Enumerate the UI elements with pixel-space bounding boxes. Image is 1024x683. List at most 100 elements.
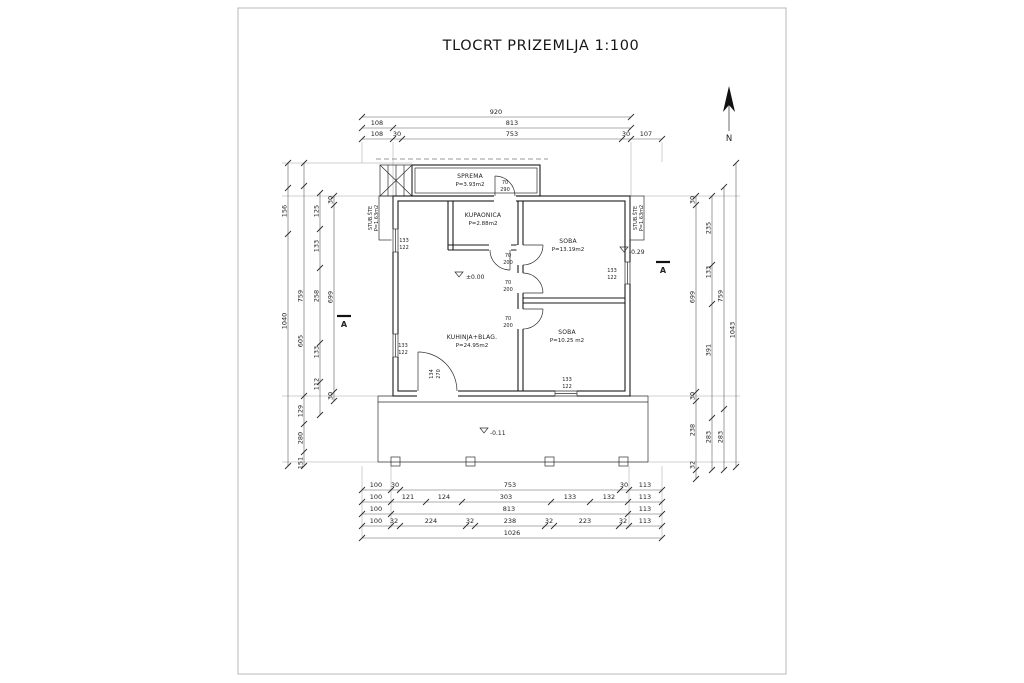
north-arrow: N [723, 86, 735, 144]
section-markers: A A [337, 260, 670, 329]
section-label-right: A [660, 266, 667, 275]
dim-label: 32 [390, 517, 398, 525]
dim-label: 100 [370, 517, 382, 525]
opening-label: 122 [607, 275, 617, 281]
north-arrow-head [723, 86, 735, 112]
opening-label: 122 [399, 245, 409, 251]
dim-label: 238 [504, 517, 516, 525]
opening-label: 70 [505, 316, 511, 322]
dim-label: 100 [370, 493, 382, 501]
dim-label: 113 [639, 517, 651, 525]
room-labels: SPREMA P=3.93m2 KUPAONICA P=2.88m2 SOBA … [367, 173, 645, 349]
room-area-soba2: P=10.25 m2 [550, 338, 584, 344]
dim-label: 125 [313, 205, 321, 217]
terrace-column [618, 456, 629, 467]
dimension-labels-top: 920 108 813 108 30 753 30 107 [371, 108, 652, 138]
level-triangle [454, 271, 464, 278]
terrace-column [465, 456, 476, 467]
room-name-kupaonica: KUPAONICA [465, 212, 502, 219]
terrace-column [544, 456, 555, 467]
opening-label: 290 [500, 187, 510, 193]
dim-label: 699 [327, 291, 335, 303]
dim-label: 605 [297, 335, 305, 347]
level-markers: ±0.00 -0.29 -0.11 [454, 246, 645, 437]
page-title: TLOCRT PRIZEMLJA 1:100 [442, 38, 640, 54]
opening-label: 122 [398, 350, 408, 356]
dim-label: 235 [705, 222, 713, 234]
dim-label: 1026 [504, 529, 521, 537]
dim-label: 133 [564, 493, 576, 501]
dim-label: 1040 [281, 313, 289, 330]
north-label: N [726, 134, 732, 144]
terrace-column [390, 456, 401, 467]
sheet-border [237, 7, 787, 675]
dim-label: 108 [371, 119, 383, 127]
dim-label: 30 [327, 392, 335, 400]
dim-label: 30 [327, 196, 335, 204]
dim-label: 133 [313, 240, 321, 252]
door-soba1 [522, 244, 544, 266]
door-terrace [417, 351, 458, 392]
dim-label: 283 [705, 431, 713, 443]
opening-label: 134 [429, 369, 435, 379]
dim-label: 30 [622, 130, 630, 138]
window-left-2 [392, 333, 399, 358]
window-right [624, 261, 631, 285]
opening-label: 70 [505, 280, 511, 286]
dim-label: 920 [490, 108, 502, 116]
dimension-labels-bottom: 100 30 753 30 113 100 121 124 303 133 13… [370, 481, 651, 537]
level-label-terrace: -0.11 [490, 430, 506, 437]
opening-label: 122 [562, 384, 572, 390]
room-area-kuhinja: P=24.95m2 [456, 343, 489, 349]
opening-label: 133 [398, 343, 408, 349]
dim-label: 32 [689, 461, 697, 469]
opening-label: 133 [607, 268, 617, 274]
opening-label: 200 [503, 323, 513, 329]
dim-label: 100 [370, 481, 382, 489]
section-label-left: A [341, 320, 348, 329]
doors [417, 175, 544, 392]
room-name-soba2: SOBA [558, 329, 576, 336]
room-name-stubiste-right: STUB.ŠTE [632, 206, 639, 230]
dim-label: 30 [393, 130, 401, 138]
room-area-soba1: P=13.19m2 [552, 247, 585, 253]
dim-label: 30 [391, 481, 399, 489]
opening-label: 70 [502, 180, 508, 186]
stubiste-right-box [629, 195, 645, 241]
dim-label: 1043 [729, 322, 737, 339]
dim-label: 133 [313, 346, 321, 358]
opening-label: 133 [399, 238, 409, 244]
dim-label: 132 [603, 493, 615, 501]
room-name-soba1: SOBA [559, 238, 577, 245]
room-name-kuhinja: KUHINJA+BLAG. [447, 334, 497, 341]
opening-label: 200 [503, 287, 513, 293]
dim-label: 223 [579, 517, 591, 525]
dim-label: 107 [640, 130, 652, 138]
dimension-lines [284, 113, 740, 542]
opening-label: 200 [503, 260, 513, 266]
dimension-labels-right: 30 699 30 238 32 235 133 391 283 759 283… [689, 196, 737, 469]
dim-label: 100 [370, 505, 382, 513]
door-bathroom [489, 249, 511, 271]
dim-label: 156 [281, 205, 289, 217]
dim-label: 124 [438, 493, 450, 501]
room-area-stubiste-right: P=1.63m2 [639, 205, 645, 231]
dim-label: 699 [689, 291, 697, 303]
dim-label: 258 [313, 290, 321, 302]
opening-label: 70 [505, 253, 511, 259]
opening-labels: 70 290 70 200 70 200 70 200 133 122 133 … [398, 180, 617, 390]
room-area-sprema: P=3.93m2 [455, 182, 484, 188]
room-name-stubiste-left: STUB.ŠTE [367, 206, 374, 230]
room-area-stubiste-left: P=1.63m2 [374, 205, 380, 231]
door-soba2 [522, 308, 544, 330]
dim-label: 224 [425, 517, 437, 525]
window-left-1 [392, 228, 399, 253]
opening-label: 270 [436, 369, 442, 379]
level-label-ground: ±0.00 [466, 274, 485, 281]
level-triangle [619, 246, 629, 253]
dim-label: 280 [297, 432, 305, 444]
dim-label: 303 [500, 493, 512, 501]
dim-label: 112 [313, 378, 321, 390]
